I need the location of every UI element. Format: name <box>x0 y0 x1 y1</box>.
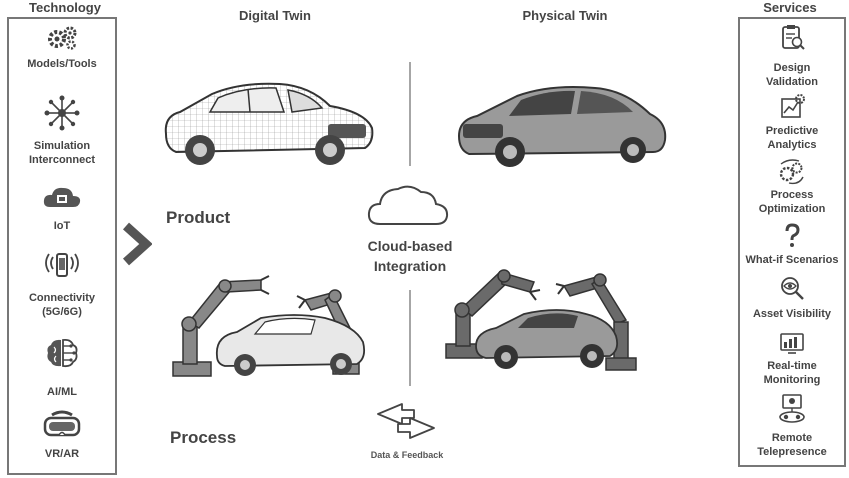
right-panel-title: Services <box>763 0 817 15</box>
physical-twin-title: Physical Twin <box>522 8 608 23</box>
enabler-label: Models/Tools <box>27 58 97 70</box>
service-process-optimization: Process Optimization <box>740 159 844 216</box>
enabler-vr-ar: VR/AR <box>9 409 115 461</box>
service-label: Process Optimization <box>758 189 826 215</box>
gears-arrows-icon <box>779 159 804 185</box>
physical-twin-process-image <box>445 269 637 371</box>
service-label: Predictive Analytics <box>765 125 819 151</box>
enabler-label: IoT <box>53 220 71 232</box>
gears-icon <box>48 26 77 50</box>
cloud-icon <box>367 185 449 225</box>
eye-magnifier-icon <box>781 277 804 300</box>
enabler-label: Connectivity (5G/6G) <box>28 292 95 318</box>
enabler-simulation-interconnect: Simulation Interconnect <box>9 95 115 167</box>
service-label: Asset Visibility <box>752 308 832 320</box>
technology-enablers-panel: Models/Tools Simulation Interconnect IoT <box>7 17 117 475</box>
enabler-iot: IoT <box>9 185 115 233</box>
clipboard-check-icon <box>782 25 805 50</box>
telepresence-icon <box>779 394 805 423</box>
cloud-label-line1: Cloud-based <box>367 238 453 254</box>
enabler-label: AI/ML <box>47 386 77 398</box>
signal-phone-icon <box>45 253 79 277</box>
row-label-product: Product <box>166 208 231 227</box>
vr-headset-icon <box>43 410 81 437</box>
enabler-label: Simulation Interconnect <box>28 140 95 166</box>
service-label: Remote Telepresence <box>757 432 827 458</box>
row-label-process: Process <box>170 428 237 447</box>
cloud-chip-icon <box>43 187 81 207</box>
data-feedback-label: Data & Feedback <box>370 450 444 460</box>
digital-twin-car-image <box>164 82 374 165</box>
service-design-validation: Design Validation <box>740 23 844 89</box>
chart-gear-icon <box>781 94 805 118</box>
brain-icon <box>47 338 78 368</box>
service-real-time-monitoring: Real-time Monitoring <box>740 331 844 387</box>
service-label: Real-time Monitoring <box>763 360 821 386</box>
divider-top <box>409 62 411 166</box>
service-remote-telepresence: Remote Telepresence <box>740 393 844 459</box>
services-panel: Design Validation Predictive Analytics P… <box>738 17 846 467</box>
enabler-models-tools: Models/Tools <box>9 25 115 71</box>
enabler-ai-ml: AI/ML <box>9 337 115 399</box>
digital-twin-process-image <box>172 275 366 377</box>
bidirectional-arrow-icon <box>377 403 435 439</box>
service-asset-visibility: Asset Visibility <box>740 275 844 321</box>
enabler-connectivity: Connectivity (5G/6G) <box>9 249 115 319</box>
service-label: What-if Scenarios <box>745 254 839 266</box>
network-icon <box>44 95 80 131</box>
chevron-right-icon <box>122 222 152 266</box>
digital-twin-title: Digital Twin <box>239 8 311 23</box>
dashboard-icon <box>780 333 804 354</box>
service-what-if: What-if Scenarios <box>740 223 844 267</box>
divider-bottom <box>409 290 411 386</box>
service-label: Design Validation <box>766 62 818 88</box>
physical-twin-car-image <box>457 86 667 167</box>
cloud-label-line2: Integration <box>373 258 447 274</box>
service-predictive-analytics: Predictive Analytics <box>740 93 844 152</box>
question-mark-icon <box>785 223 800 247</box>
enabler-label: VR/AR <box>44 448 80 460</box>
